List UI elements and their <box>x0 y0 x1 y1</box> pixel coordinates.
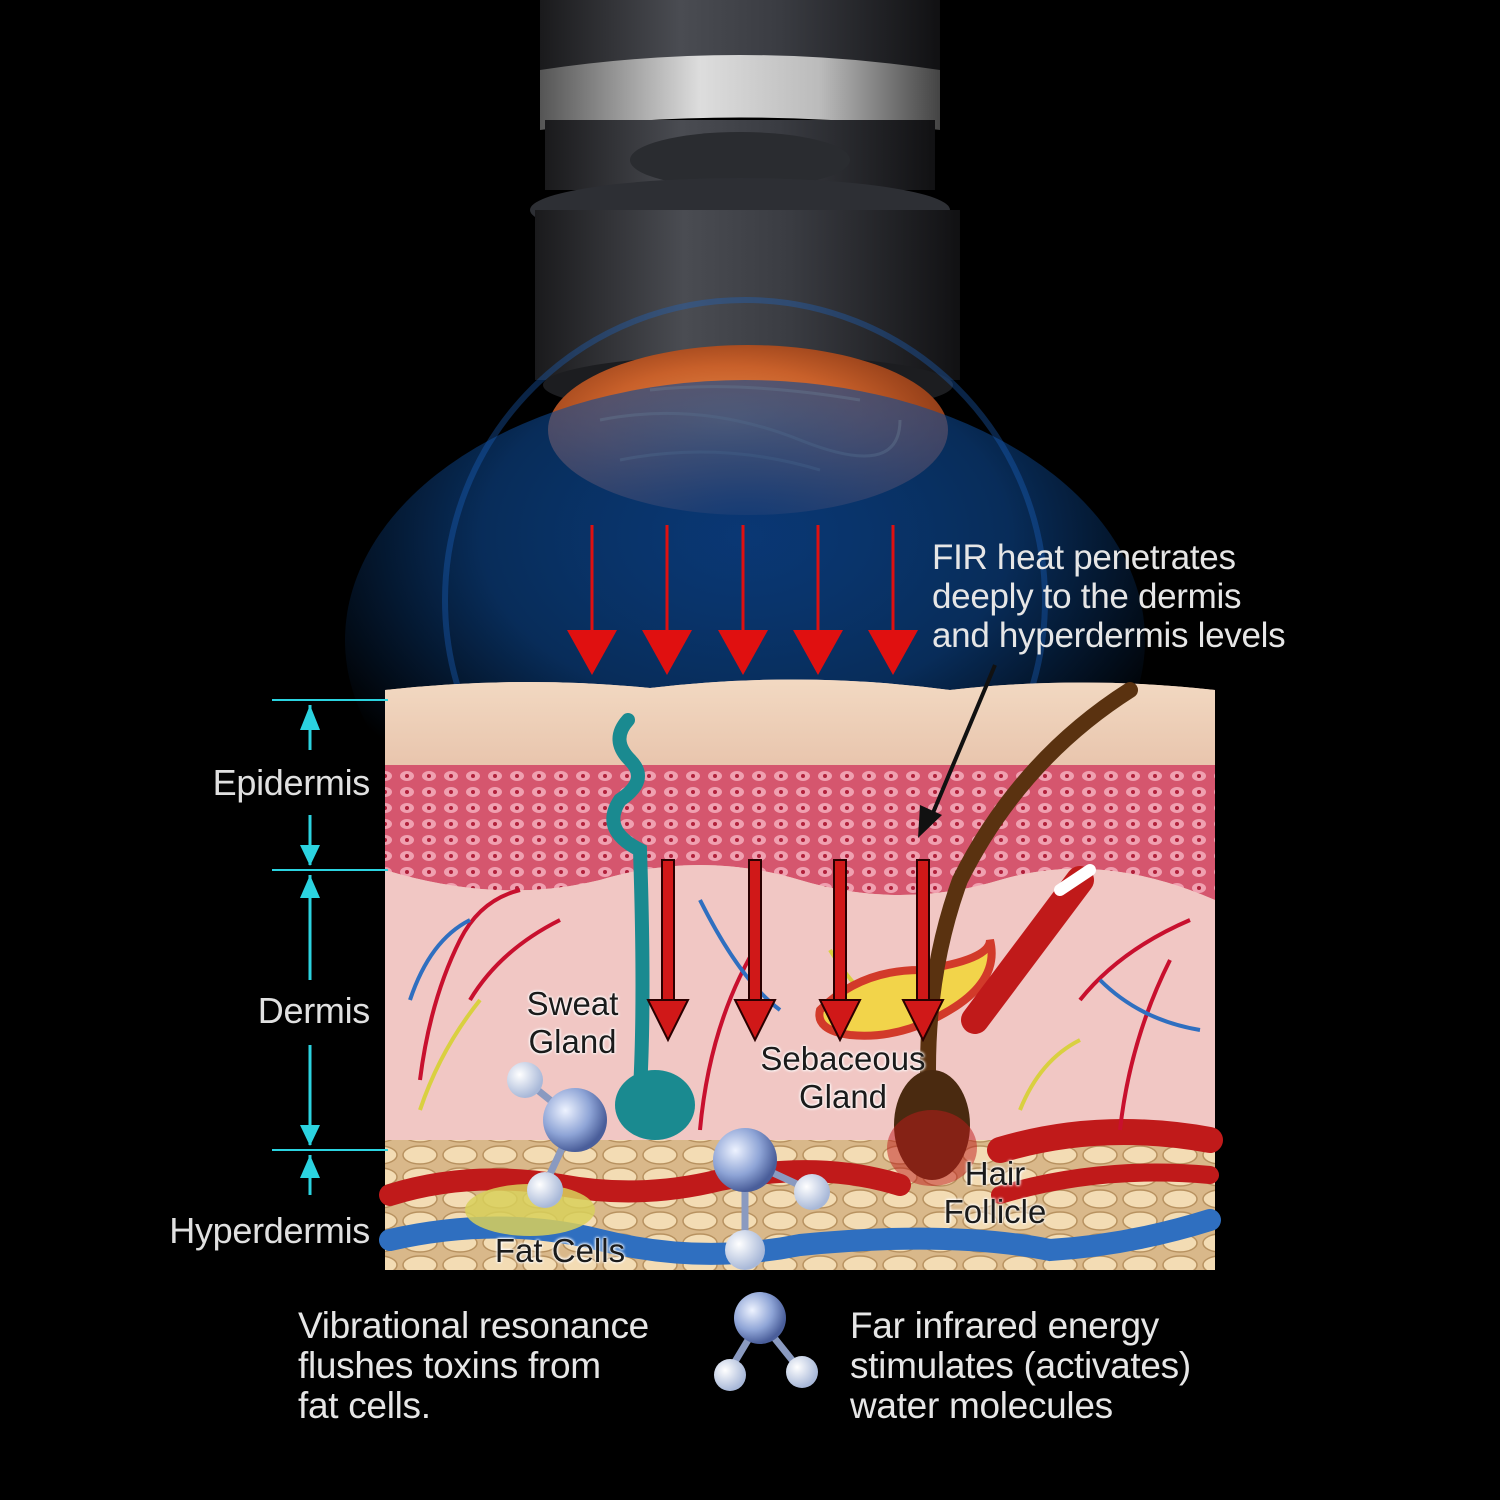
heat-arrows-lower <box>646 859 945 1043</box>
caption-fir-heat: FIR heat penetrates deeply to the dermis… <box>932 538 1286 655</box>
caption-far-infrared-energy: Far infrared energy stimulates (activate… <box>850 1305 1191 1426</box>
massager-device-icon <box>530 0 960 515</box>
water-molecule-icon <box>713 1128 830 1270</box>
label-sweat-gland: Sweat Gland <box>526 985 619 1060</box>
water-molecule-icon <box>714 1292 818 1391</box>
heat-arrows-upper <box>567 525 918 675</box>
layer-dimension-markers <box>272 699 388 1195</box>
label-epidermis: Epidermis <box>212 762 371 803</box>
water-molecule-icon <box>507 1062 607 1208</box>
label-hyperdermis: Hyperdermis <box>169 1210 370 1251</box>
caption-pointer-arrow <box>918 664 997 838</box>
label-fat-cells: Fat Cells <box>494 1232 626 1269</box>
caption-vibrational-resonance: Vibrational resonance flushes toxins fro… <box>298 1305 649 1426</box>
label-sebaceous-gland: Sebaceous Gland <box>760 1040 926 1115</box>
label-dermis: Dermis <box>257 990 371 1031</box>
label-hair-follicle: Hair Follicle <box>943 1155 1047 1230</box>
